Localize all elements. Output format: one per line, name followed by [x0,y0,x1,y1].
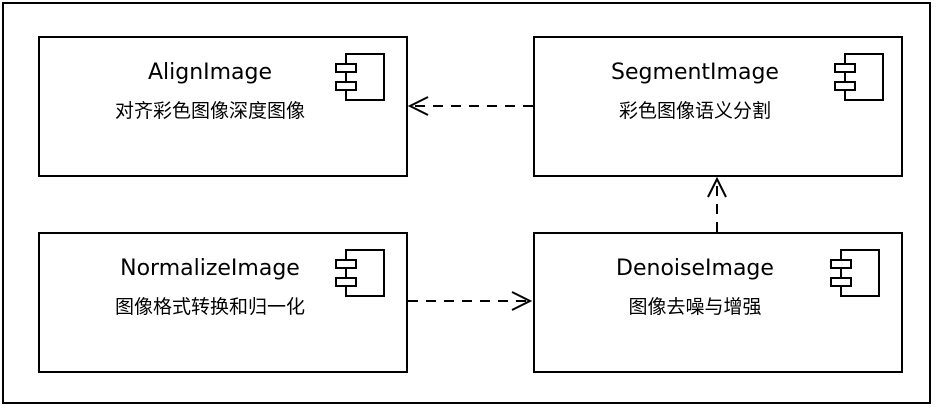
component-description: 图像格式转换和归一化 [114,296,305,318]
component-name: NormalizeImage [120,256,300,281]
component-icon [335,249,385,297]
component-name: AlignImage [147,60,273,85]
component-normalize-image[interactable]: NormalizeImage 图像格式转换和归一化 [38,232,408,373]
component-align-image[interactable]: AlignImage 对齐彩色图像深度图像 [38,36,408,177]
dependency-denoise-to-segment [707,176,727,232]
dependency-normalize-to-denoise [408,291,533,311]
component-icon [830,249,880,297]
component-icon [335,53,385,101]
component-description: 彩色图像语义分割 [618,100,771,122]
component-description: 图像去噪与增强 [628,296,762,318]
component-description: 对齐彩色图像深度图像 [114,100,305,122]
component-name: SegmentImage [611,60,779,85]
component-icon [834,53,884,101]
component-name: DenoiseImage [616,256,774,281]
diagram-frame [2,2,931,404]
component-segment-image[interactable]: SegmentImage 彩色图像语义分割 [533,36,903,177]
dependency-segment-to-align [407,96,533,116]
component-denoise-image[interactable]: DenoiseImage 图像去噪与增强 [533,232,903,373]
